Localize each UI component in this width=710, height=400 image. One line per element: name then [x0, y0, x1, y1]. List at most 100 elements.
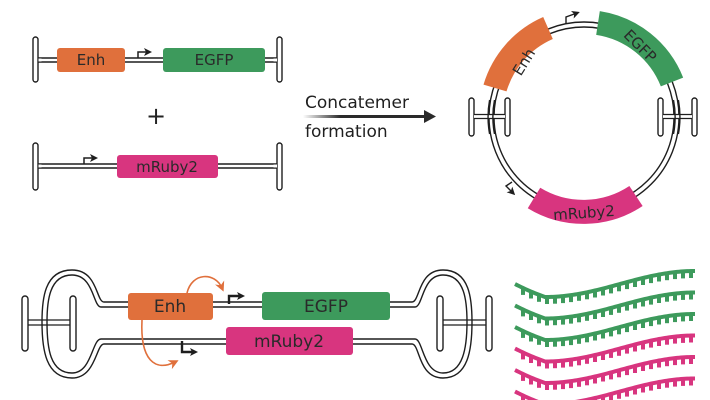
- transcript-tooth: [593, 291, 597, 298]
- transcript-tooth: [633, 367, 637, 373]
- mruby2-label: mRuby2: [136, 158, 198, 176]
- transcript-tooth: [585, 314, 589, 321]
- transcript-tooth: [617, 349, 621, 356]
- transcript-backbone: [514, 312, 696, 343]
- transcript-tooth: [609, 330, 613, 337]
- transcript-tooth: [625, 304, 629, 311]
- transcript-tooth: [569, 339, 573, 346]
- transcript-tooth: [649, 320, 653, 327]
- transcript-tooth: [673, 273, 677, 280]
- transcript-tooth: [673, 380, 677, 387]
- transcript-tooth: [601, 354, 605, 360]
- enhancer-label: Enh: [77, 51, 106, 69]
- egfp-transcript: [514, 269, 696, 304]
- transcript-tooth: [529, 292, 533, 299]
- transcript-tooth: [569, 296, 573, 303]
- transcript-tooth: [593, 334, 597, 341]
- transcript-tooth: [577, 337, 581, 344]
- transcript-tooth: [553, 319, 557, 326]
- transcript-tooth: [665, 274, 669, 281]
- mruby2-transcript: [514, 355, 696, 390]
- transcript-tooth: [633, 345, 637, 352]
- circle-egfp-segment: [595, 11, 684, 87]
- itr-left-cap: [21, 295, 29, 352]
- transcript-tooth: [537, 360, 541, 367]
- transcript-tooth: [569, 360, 573, 367]
- transcript-tooth: [537, 338, 541, 345]
- egfp-box: [262, 292, 390, 320]
- mruby2-box: [117, 155, 218, 178]
- circle-enhancer-segment: [483, 17, 554, 92]
- transcript-tooth: [577, 380, 581, 387]
- transcript-tooth: [689, 336, 693, 343]
- transcript-tooth: [617, 306, 621, 313]
- egfp-transcript: [514, 312, 696, 347]
- transcript-tooth: [609, 287, 613, 294]
- transcript-tooth: [673, 337, 677, 344]
- transcript-tooth: [561, 383, 565, 390]
- process-label-line2: formation: [305, 122, 388, 142]
- egfp-transcript: [514, 290, 696, 326]
- transcript-tooth: [689, 315, 693, 321]
- itr-left-cap: [69, 295, 77, 352]
- transcript-tooth: [649, 298, 653, 305]
- transcript-tooth: [649, 277, 653, 284]
- construct-1: Enh EGFP: [32, 36, 283, 83]
- transcript-tooth: [641, 343, 645, 350]
- itr-right-cap: [276, 142, 283, 191]
- arrow-head-icon: [424, 110, 436, 123]
- transcript-tooth: [649, 384, 653, 391]
- circular-concatemer: Enh EGFP mRuby2: [468, 10, 698, 224]
- transcript-tooth: [633, 388, 637, 395]
- transcript-tooth: [657, 275, 661, 282]
- transcript-tooth: [569, 382, 573, 389]
- transcript-backbone: [514, 355, 696, 386]
- transcript-tooth: [553, 383, 557, 390]
- egfp-label: EGFP: [304, 297, 348, 317]
- transcript-tooth: [545, 341, 549, 347]
- transcript-tooth: [689, 272, 693, 278]
- transcript-tooth: [561, 340, 565, 347]
- right-loop-outer: [353, 269, 473, 379]
- enhancer-label: Enh: [154, 297, 186, 317]
- itr-left-cap: [32, 142, 39, 191]
- transcript-tooth: [529, 378, 533, 385]
- itr-right-cap: [436, 295, 444, 352]
- transcript-tooth: [529, 314, 533, 320]
- transcript-tooth: [521, 353, 525, 360]
- transcript-tooth: [625, 390, 629, 397]
- concatemer-arrow: Concatemer formation: [303, 93, 436, 142]
- transcript-tooth: [625, 369, 629, 376]
- promoter-arrow-icon: [565, 10, 580, 24]
- transcript-tooth: [617, 285, 621, 292]
- transcript-tooth: [689, 358, 693, 364]
- transcript-tooth: [521, 396, 525, 400]
- transcript-tooth: [585, 336, 589, 343]
- transcript-tooth: [601, 375, 605, 382]
- transcript-tooth: [521, 331, 525, 338]
- transcript-tooth: [681, 315, 685, 322]
- transcript-tooth: [585, 293, 589, 300]
- transcript-tooth: [649, 363, 653, 370]
- promoter-arrow-icon: [83, 154, 98, 164]
- transcript-tooth: [633, 302, 637, 309]
- transcript-tooth: [545, 319, 549, 326]
- itr-left-junction: [468, 97, 511, 137]
- transcript-tooth: [609, 373, 613, 380]
- transcript-tooth: [545, 384, 549, 390]
- transcript-tooth: [593, 313, 597, 319]
- egfp-label: EGFP: [195, 51, 234, 69]
- transcript-tooth: [657, 361, 661, 368]
- transcript-tooth: [689, 293, 693, 300]
- transcript-tooth: [681, 336, 685, 343]
- transcript-tooth: [681, 293, 685, 300]
- transcript-tooth: [545, 362, 549, 369]
- transcript-tooth: [529, 335, 533, 342]
- promoter-arrow-icon: [180, 341, 198, 356]
- transcript-tooth: [633, 324, 637, 330]
- circle-mruby2-segment: [527, 185, 643, 224]
- enhancer-interaction-arrow-icon: [186, 275, 225, 294]
- mruby2-box: [226, 327, 353, 355]
- enhancer-box: [128, 293, 213, 320]
- transcript-tooth: [673, 316, 677, 323]
